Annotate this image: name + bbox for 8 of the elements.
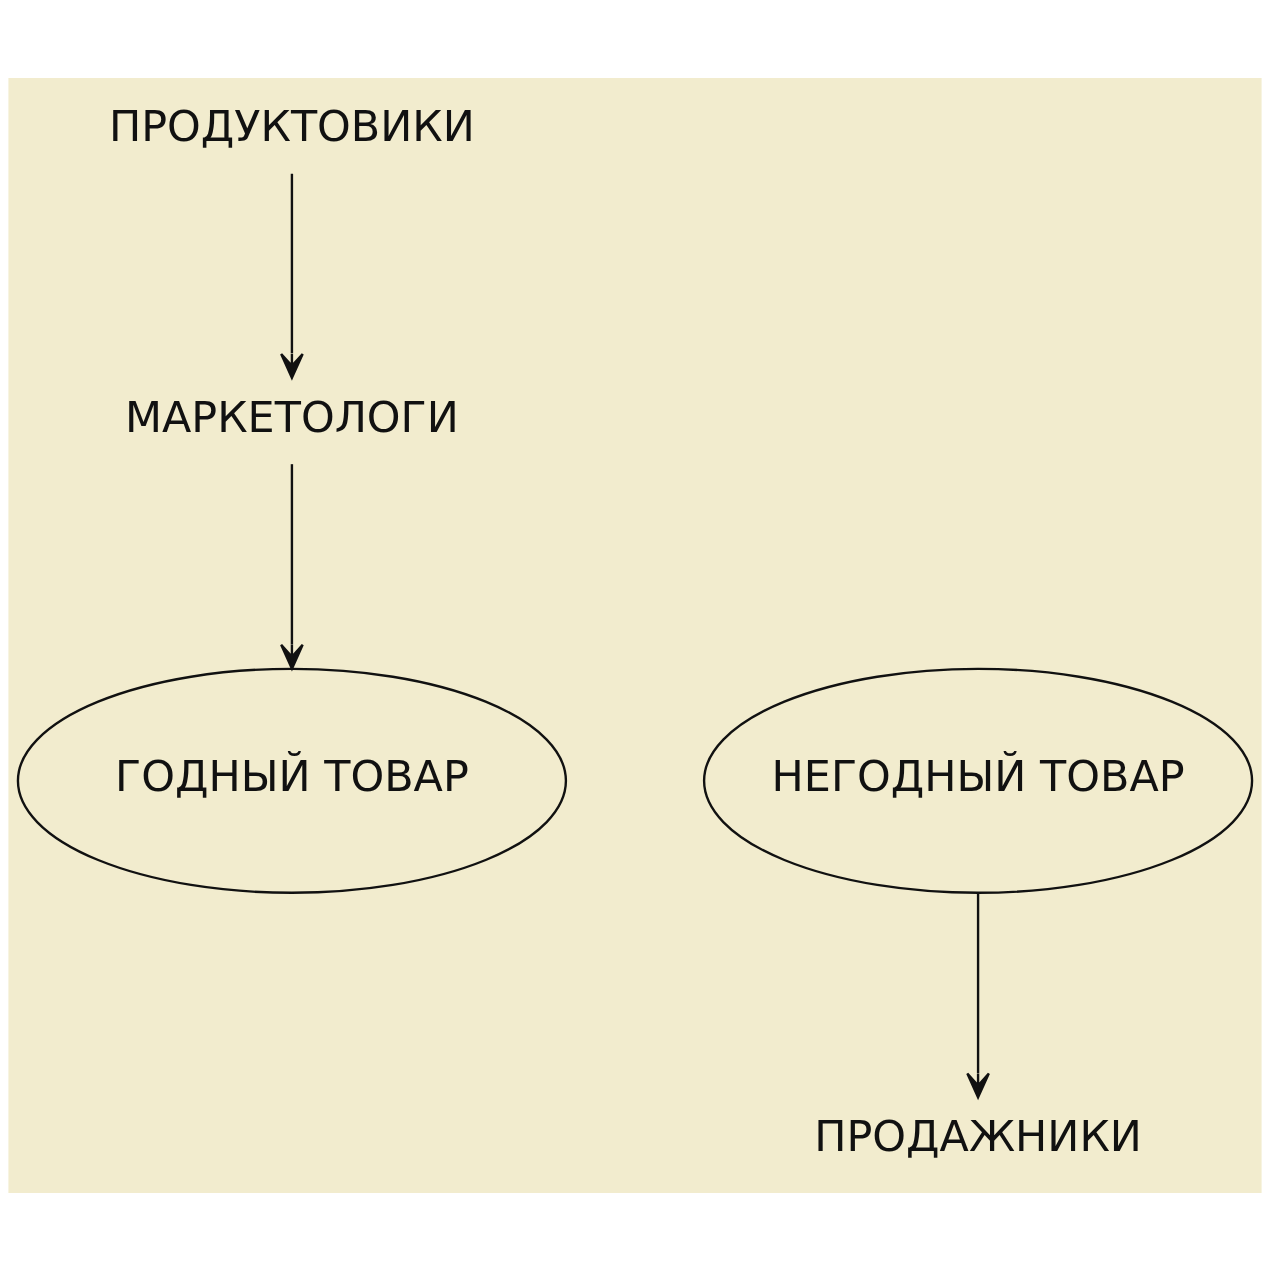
node-ellipse: ГОДНЫЙ ТОВАР (16, 667, 568, 894)
node-ellipse: НЕГОДНЫЙ ТОВАР (702, 667, 1254, 894)
node-text: ПРОДАЖНИКИ (814, 1111, 1142, 1162)
node-text: ПРОДУКТОВИКИ (109, 100, 475, 151)
arrow (966, 893, 990, 1099)
arrow (280, 464, 304, 670)
node-text: МАРКЕТОЛОГИ (124, 391, 459, 442)
arrow (280, 173, 304, 379)
